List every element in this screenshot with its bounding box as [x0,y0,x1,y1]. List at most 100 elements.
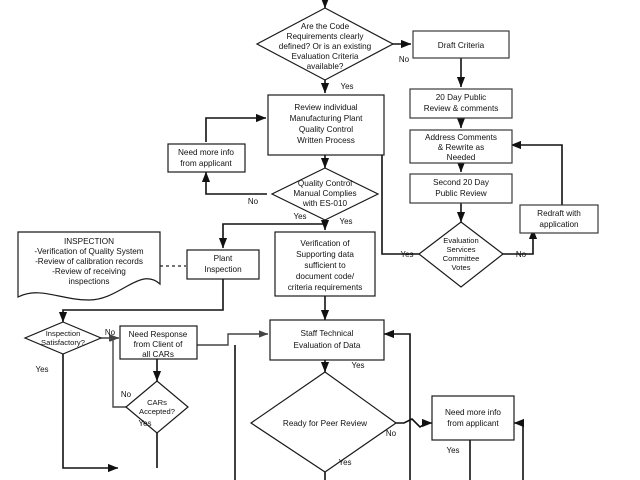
node-verification-line-0: Verification of [300,239,350,248]
node-inspection-satisfactory-line-0: Inspection [46,329,81,338]
node-eval-votes-line-1: Services [446,245,475,254]
node-cars-accepted[interactable]: CARs Accepted? [125,380,189,434]
edge-label-eval-votes-no: No [516,250,527,259]
node-need-info-top-line-0: Need more info [178,148,234,157]
node-draft-criteria-line-0: Draft Criteria [438,41,485,50]
node-redraft-line-0: Redraft with [537,209,581,218]
node-address-comments[interactable]: Address Comments & Rewrite as Needed [409,129,513,164]
node-review-individual[interactable]: Review individual Manufacturing Plant Qu… [267,94,385,156]
node-need-response-cars[interactable]: Need Response from Client of all CARs [119,325,198,360]
edge-redraft-to-address [510,140,563,205]
edge-votes-no-to-redraft [501,228,538,255]
node-inspection-satisfactory-line-1: Satisfactory? [41,338,85,347]
node-verification-supporting[interactable]: Verification of Supporting data sufficie… [274,231,376,297]
node-staff-technical-eval[interactable]: Staff Technical Evaluation of Data [269,319,385,361]
node-qc-manual-line-2: with ES-010 [302,199,348,208]
node-code-requirements[interactable]: Are the Code Requirements clearly define… [255,7,395,81]
edge-cars-no [109,334,133,408]
node-inspection-note-line-1: -Verification of Quality System [34,247,143,256]
edge-qc-manual-yes-to-plant [218,223,325,249]
edge-peer-review-no-to-need-info [393,418,433,429]
node-address-comments-line-0: Address Comments [425,133,497,142]
edge-label-peer-review-yes: Yes [338,458,351,467]
node-peer-review-line-0: Ready for Peer Review [283,419,367,428]
node-code-requirements-line-0: Are the Code [301,22,350,31]
edge-label-peer-review-no: No [386,429,397,438]
edge-label-cars-no: No [121,390,132,399]
node-need-response-line-2: all CARs [142,350,174,359]
node-verification-line-3: document code/ [296,272,355,281]
node-plant-inspection-line-0: Plant [214,254,233,263]
node-address-comments-line-2: Needed [447,153,476,162]
node-need-response-line-1: from Client of [134,340,183,349]
node-draft-criteria[interactable]: Draft Criteria [412,30,510,59]
node-code-requirements-line-3: Evaluation Criteria [292,52,359,61]
node-public-review-line-1: Review & comments [424,104,499,113]
edge-label-eval-votes-yes: Yes [400,250,413,259]
edge-need-response-to-staff-eval [196,330,269,346]
edge-qc-manual-no [201,171,267,195]
node-evaluation-services-votes[interactable]: Evaluation Services Committee Votes [418,221,504,288]
node-plant-inspection[interactable]: Plant Inspection [186,249,260,280]
edge-label-staff-eval-yes: Yes [351,361,364,370]
edge-plant-to-inspection-satisfactory [58,279,224,323]
node-review-individual-line-0: Review individual [294,103,357,112]
node-ready-for-peer-review[interactable]: Ready for Peer Review [249,371,398,473]
edge-labels: No Yes No Yes Yes Yes No Yes No No Yes Y… [35,55,526,467]
node-need-info-bottom-line-1: from applicant [447,419,499,428]
node-qc-manual-line-0: Quality Control [298,179,352,188]
node-second-public-review[interactable]: Second 20 Day Public Review [409,173,513,204]
node-second-review-line-0: Second 20 Day [433,178,490,187]
node-need-more-info-top[interactable]: Need more info from applicant [167,143,246,173]
node-redraft-with-application[interactable]: Redraft with application [519,204,599,234]
node-public-review-line-0: 20 Day Public [436,93,487,102]
node-inspection-note-line-2: -Review of calibration records [35,257,143,266]
edge-label-code-req-no: No [399,55,410,64]
edge-label-need-info-bottom-yes: Yes [446,446,459,455]
node-qc-manual-line-1: Manual Complies [293,189,356,198]
node-code-requirements-line-1: Requirements clearly [287,32,365,41]
node-eval-votes-line-0: Evaluation [443,236,478,245]
edge-inspection-satisfactory-yes [62,354,119,473]
edge-label-qc-manual-yes: Yes [293,212,306,221]
node-need-more-info-bottom[interactable]: Need more info from applicant [431,395,515,441]
node-address-comments-line-1: & Rewrite as [438,143,484,152]
node-review-individual-line-2: Quality Control [299,125,353,134]
node-qc-manual-complies[interactable]: Quality Control Manual Complies with ES-… [270,167,380,221]
node-verification-line-1: Supporting data [296,250,354,259]
edge-label-inspection-sat-no: No [105,328,116,337]
edge-label-cars-yes: Yes [138,419,151,428]
node-inspection-note-line-3: -Review of receiving [52,267,126,276]
edge-label-qc-manual-no: No [248,197,259,206]
edge-staff-eval-yes-return [383,329,411,480]
node-public-review-20day[interactable]: 20 Day Public Review & comments [409,88,513,119]
node-cars-accepted-line-1: Accepted? [139,407,175,416]
edge-label-inspection-sat-yes: Yes [35,365,48,374]
node-code-requirements-line-4: available? [307,62,344,71]
node-plant-inspection-line-1: Inspection [204,265,242,274]
node-need-info-top-line-1: from applicant [180,159,232,168]
node-staff-eval-line-1: Evaluation of Data [294,341,361,350]
node-review-individual-line-3: Written Process [297,136,355,145]
node-inspection-satisfactory[interactable]: Inspection Satisfactory? [23,321,103,355]
node-cars-accepted-line-0: CARs [147,398,167,407]
node-inspection-note-line-0: INSPECTION [64,237,114,246]
node-eval-votes-line-2: Committee [443,254,480,263]
node-inspection-note[interactable]: INSPECTION -Verification of Quality Syst… [17,231,161,301]
edge-need-info-top-to-review [205,113,267,142]
node-need-info-bottom-line-0: Need more info [445,408,501,417]
edge-label-code-req-yes: Yes [340,82,353,91]
edge-label-verification-yes: Yes [339,217,352,226]
node-eval-votes-line-3: Votes [452,263,471,272]
edge-right-rail-to-need-info-bottom [513,418,525,480]
node-second-review-line-1: Public Review [435,189,487,198]
node-code-requirements-line-2: defined? Or is an existing [279,42,372,51]
node-verification-line-4: criteria requirements [288,283,363,292]
node-inspection-note-line-4: inspections [69,277,110,286]
node-redraft-line-1: application [539,220,579,229]
node-need-response-line-0: Need Response [129,330,188,339]
node-verification-line-2: sufficient to [304,261,346,270]
node-review-individual-line-1: Manufacturing Plant [290,114,364,123]
